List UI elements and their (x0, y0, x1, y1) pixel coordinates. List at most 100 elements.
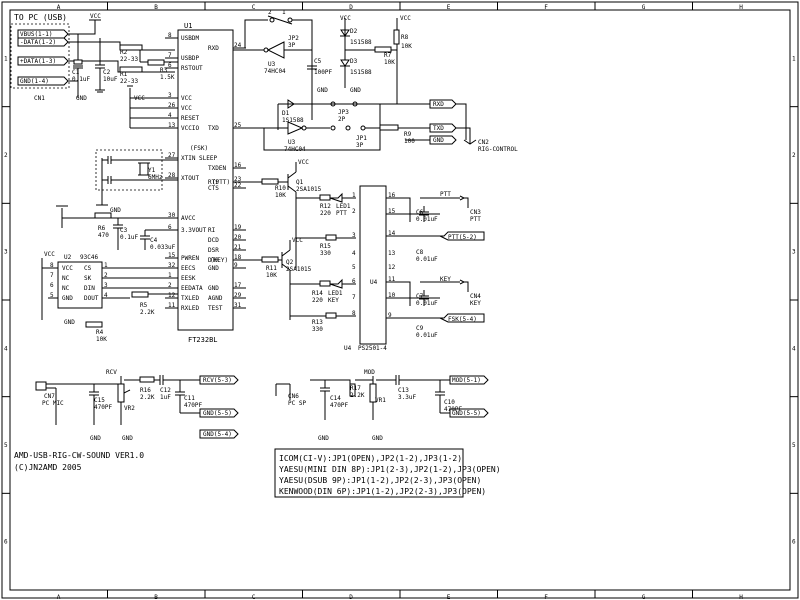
svg-text:4: 4 (168, 112, 172, 119)
svg-text:GND: GND (350, 87, 361, 94)
output-drivers: VCC R10 10K Q1 2SA1015 R12 220 LED1 PTT … (233, 159, 485, 352)
svg-text:DIN: DIN (84, 285, 95, 292)
usb-title: TO PC (USB) (14, 13, 67, 22)
svg-text:5: 5 (352, 264, 356, 271)
svg-text:C7: C7 (416, 293, 424, 300)
usb-pin-2: -DATA(1-2) (17, 37, 69, 47)
svg-text:470PF: 470PF (94, 404, 112, 411)
svg-text:0.01uF: 0.01uF (416, 300, 438, 307)
svg-text:(PTT): (PTT) (212, 179, 230, 186)
svg-text:470PF: 470PF (184, 402, 202, 409)
svg-text:10K: 10K (275, 192, 286, 199)
svg-text:100: 100 (404, 138, 415, 145)
svg-text:GND(1-4): GND(1-4) (20, 78, 49, 85)
svg-text:25: 25 (234, 122, 242, 129)
svg-text:0.1uF: 0.1uF (120, 234, 138, 241)
svg-text:6: 6 (352, 278, 356, 285)
svg-text:28: 28 (168, 172, 176, 179)
svg-text:C9: C9 (416, 325, 424, 332)
svg-text:C12: C12 (160, 387, 171, 394)
svg-text:VR1: VR1 (375, 397, 386, 404)
svg-text:6MHz: 6MHz (148, 174, 163, 181)
svg-text:1: 1 (352, 192, 356, 199)
svg-text:PTT: PTT (440, 191, 451, 198)
svg-text:1uF: 1uF (160, 394, 171, 401)
svg-text:C2: C2 (103, 69, 111, 76)
svg-text:GND: GND (64, 319, 75, 326)
svg-text:VBUS(1-1): VBUS(1-1) (20, 31, 53, 38)
svg-text:0.01uF: 0.01uF (416, 256, 438, 263)
svg-text:VCC: VCC (44, 251, 55, 258)
svg-text:26: 26 (168, 102, 176, 109)
svg-text:16: 16 (234, 162, 242, 169)
svg-text:1: 1 (104, 262, 108, 269)
svg-text:1: 1 (168, 272, 172, 279)
r1-resistor (119, 66, 143, 73)
svg-text:GND(5-4): GND(5-4) (203, 431, 232, 438)
svg-text:1S1588: 1S1588 (350, 39, 372, 46)
frame-row-marker: 4 (4, 345, 8, 352)
cn2-rig-control: RXD TXD GND CN2 RIG-CONTROL (429, 99, 518, 153)
svg-text:TXD: TXD (433, 125, 444, 132)
svg-text:Q2: Q2 (286, 259, 294, 266)
svg-text:CN7: CN7 (44, 393, 55, 400)
svg-text:21: 21 (234, 244, 242, 251)
jumper-line-yaesu-mini: YAESU(MINI DIN 8P):JP1(2-3),JP2(1-2),JP3… (279, 465, 501, 474)
u1-power-wiring: VCC (127, 85, 178, 129)
svg-text:VCC: VCC (134, 95, 145, 102)
svg-text:24: 24 (234, 42, 242, 49)
frame-row-marker: 2 (4, 152, 8, 159)
svg-text:330: 330 (312, 326, 323, 333)
svg-text:AGND: AGND (208, 295, 223, 302)
frame-col-marker: G (642, 594, 646, 600)
svg-text:GND: GND (90, 435, 101, 442)
frame-col-marker: E (447, 594, 451, 600)
svg-text:PS2501-4: PS2501-4 (358, 345, 387, 352)
svg-text:GND(5-5): GND(5-5) (452, 410, 481, 417)
svg-text:VCC: VCC (90, 13, 101, 20)
svg-text:R3: R3 (160, 67, 168, 74)
svg-text:VCC: VCC (181, 105, 192, 112)
svg-text:2: 2 (352, 208, 356, 215)
svg-text:USBDM: USBDM (181, 35, 199, 42)
svg-text:RCV: RCV (106, 369, 117, 376)
svg-text:R6: R6 (98, 225, 106, 232)
usb-data-lines (140, 49, 175, 73)
svg-text:C15: C15 (94, 397, 105, 404)
svg-text:C14: C14 (330, 395, 341, 402)
svg-text:CN4: CN4 (470, 293, 481, 300)
svg-text:3.3VOUT: 3.3VOUT (181, 227, 207, 234)
svg-text:DOUT: DOUT (84, 295, 99, 302)
svg-text:PTT: PTT (336, 210, 347, 217)
svg-text:NC: NC (62, 275, 70, 282)
svg-text:C11: C11 (184, 395, 195, 402)
svg-text:GND: GND (62, 295, 73, 302)
svg-text:DTR: DTR (208, 257, 219, 264)
svg-text:C4: C4 (150, 237, 158, 244)
frame-col-marker: D (349, 4, 353, 11)
svg-text:PTT: PTT (470, 216, 481, 223)
svg-text:7: 7 (50, 272, 54, 279)
cn1-label: CN1 (34, 95, 45, 102)
svg-text:0.033uF: 0.033uF (150, 244, 176, 251)
svg-text:C3: C3 (120, 227, 128, 234)
svg-text:VCC: VCC (62, 265, 73, 272)
svg-text:R4: R4 (96, 329, 104, 336)
svg-text:XTOUT: XTOUT (181, 175, 199, 182)
svg-text:TXDEN: TXDEN (208, 165, 226, 172)
svg-text:RXLED: RXLED (181, 305, 199, 312)
svg-text:17: 17 (234, 282, 242, 289)
svg-text:3: 3 (104, 282, 108, 289)
svg-text:11: 11 (388, 276, 396, 283)
svg-text:GND: GND (208, 265, 219, 272)
svg-text:C8: C8 (416, 249, 424, 256)
